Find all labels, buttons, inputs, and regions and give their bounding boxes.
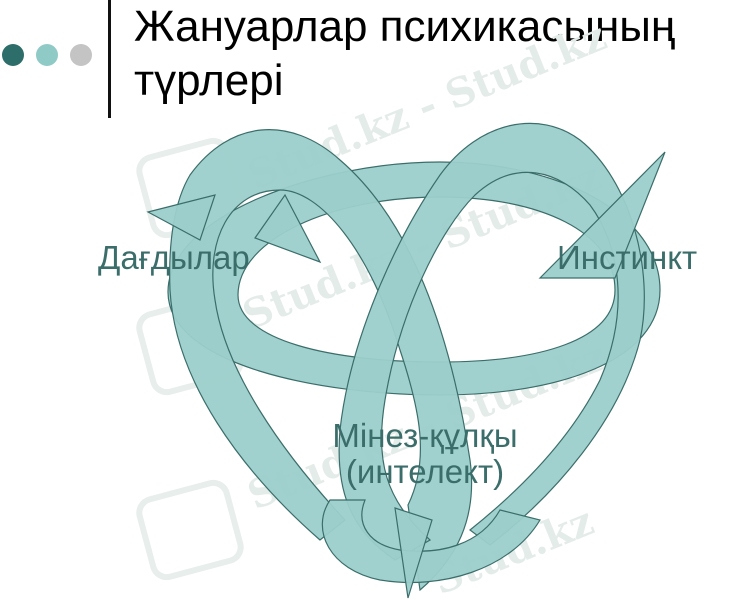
slide-title: Жануарлар психикасының түрлері [134,0,734,108]
arrowhead-bottom [394,507,433,599]
knot-band-bottom [321,499,541,584]
label-behavior-line-2: (интелект) [345,453,505,490]
arrowhead-right [538,151,666,279]
label-instinct: Инстинкт [557,239,698,276]
arrowhead-left [146,194,216,241]
dot-gray [70,44,92,66]
title-line-2: түрлері [134,56,284,105]
label-behavior: Мінез-құлқы (интелект) [300,418,550,490]
dot-dark [2,44,24,66]
knot-band-right-lobe [338,122,645,561]
title-line-1: Жануарлар психикасының [134,2,676,51]
watermark-badge-3 [136,479,244,581]
knot-bands [146,122,666,599]
label-skills: Дағдылар [98,239,250,276]
dot-light-teal [36,44,58,66]
arrowhead-top-middle [254,193,322,264]
decorative-dots [0,40,100,80]
title-divider [108,0,111,118]
label-behavior-line-1: Мінез-құлқы [332,417,518,454]
